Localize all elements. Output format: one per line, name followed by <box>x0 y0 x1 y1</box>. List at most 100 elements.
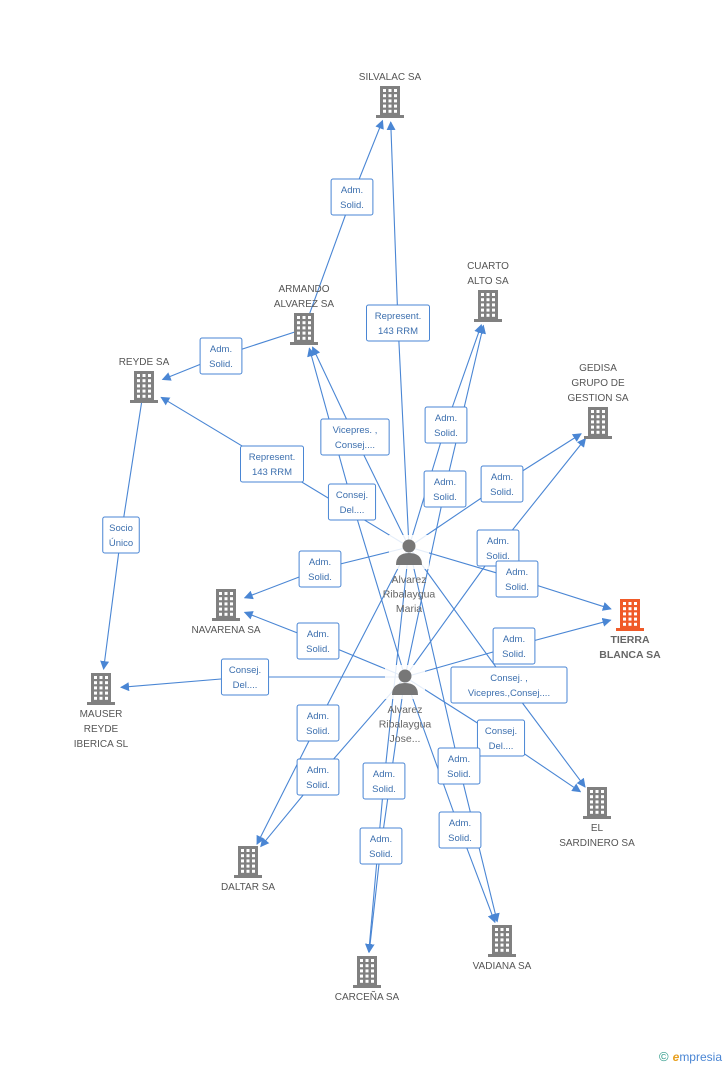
edge-label-jose-navarena[interactable]: Adm.Solid. <box>296 622 340 660</box>
edge-label-box <box>424 406 468 444</box>
edge-label-armando-reyde[interactable]: Adm.Solid. <box>199 337 243 375</box>
edge-label-jose-daltar[interactable]: Adm.Solid. <box>296 758 340 796</box>
edge-label-text: Represent. <box>375 311 421 322</box>
edge-label-text: Adm. <box>449 818 471 829</box>
company-name: SARDINERO SA <box>559 838 635 849</box>
edge-label-text: Adm. <box>503 634 525 645</box>
company-name: NAVARENA SA <box>191 625 260 636</box>
company-name: ARMANDO <box>278 284 329 295</box>
building-icon <box>474 290 502 322</box>
edge-label-jose-tierra[interactable]: Adm.Solid. <box>492 627 536 665</box>
company-node-armando-alvarez-sa[interactable]: ARMANDO ALVAREZ SA <box>274 284 335 345</box>
edge-label-box <box>240 445 304 483</box>
person-name: Maria <box>396 603 422 615</box>
edge-label-maria-cuarto[interactable]: Adm.Solid. <box>424 406 468 444</box>
person-name: Ribalaygua <box>379 719 432 731</box>
edge-label-text: Consej. <box>336 490 368 501</box>
edge-label-text: Solid. <box>306 780 330 791</box>
edge-label-maria-carcena[interactable]: Adm.Solid. <box>362 762 406 800</box>
edge-label-jose-armando[interactable]: Consej. Del.... <box>327 483 377 521</box>
building-icon <box>234 846 262 878</box>
company-node-el-sardinero-sa[interactable]: EL SARDINERO SA <box>559 787 635 849</box>
edge-label-box <box>102 516 140 554</box>
company-name: REYDE SA <box>119 357 170 368</box>
edge-label-maria-vadiana[interactable]: Adm.Solid. <box>437 747 481 785</box>
edge-label-box <box>480 465 524 503</box>
edge-labels-layer: Adm. Solid. Represent. 143 RRM Adm. Solid. Adm… <box>102 178 568 865</box>
edge-label-text: Consej.... <box>335 440 375 451</box>
edge-label-maria-navarena[interactable]: Adm. Solid. <box>298 550 342 588</box>
edge-label-text: 143 RRM <box>252 467 292 478</box>
edge-label-jose-sardinero[interactable]: Consej.Del.... <box>476 719 526 757</box>
edge-label-maria-sardinero[interactable]: Consej. ,Vicepres.,Consej.... <box>450 666 568 704</box>
edge-label-text: Socio <box>109 523 133 534</box>
company-node-tierra-blanca-sa[interactable]: TIERRA BLANCA SA <box>599 599 661 661</box>
building-icon <box>583 787 611 819</box>
edge-label-armando-silvalac[interactable]: Adm.Solid. <box>330 178 374 216</box>
copyright-symbol: © <box>659 1049 669 1064</box>
edge-label-jose-mauser[interactable]: Consej.Del.... <box>220 658 270 696</box>
edge-label-text: Represent. <box>249 452 295 463</box>
edge-label-box <box>438 811 482 849</box>
edge-label-jose-cuarto[interactable]: Adm.Solid. <box>423 470 467 508</box>
edge-label-box <box>330 178 374 216</box>
company-node-carce-a-sa[interactable]: CARCEÑA SA <box>335 956 400 1003</box>
edge-label-text: Solid. <box>209 359 233 370</box>
company-node-navarena-sa[interactable]: NAVARENA SA <box>191 589 261 636</box>
company-node-reyde-sa[interactable]: REYDE SA <box>119 357 170 403</box>
company-name: ALVAREZ SA <box>274 299 335 310</box>
edge-label-maria-silvalac[interactable]: Represent. 143 RRM <box>366 304 430 342</box>
edge-label-text: Vicepres.,Consej.... <box>468 688 550 699</box>
edge-label-text: Adm. <box>309 557 331 568</box>
company-name: GESTION SA <box>567 393 628 404</box>
edge-label-text: Solid. <box>505 582 529 593</box>
edge-label-box <box>296 704 340 742</box>
company-name: SILVALAC SA <box>359 72 422 83</box>
company-name: GEDISA <box>579 363 617 374</box>
edge-label-maria-reyde[interactable]: Represent. 143 RRM <box>240 445 304 483</box>
edge-label-text: Adm. <box>434 477 456 488</box>
edge-label-box <box>327 483 377 521</box>
edge-label-text: Consej. <box>485 726 517 737</box>
person-icon <box>392 669 418 695</box>
edge-label-box <box>450 666 568 704</box>
edge-label-box <box>296 622 340 660</box>
edge-label-text: Solid. <box>306 644 330 655</box>
edge-label-text: Solid. <box>372 784 396 795</box>
edge-label-jose-gedisa[interactable]: Adm.Solid. <box>476 529 520 567</box>
company-node-daltar-sa[interactable]: DALTAR SA <box>221 846 275 893</box>
edge-label-jose-carcena[interactable]: Adm.Solid. <box>359 827 403 865</box>
edge-label-text: 143 RRM <box>378 326 418 337</box>
company-node-silvalac-sa[interactable]: SILVALAC SA <box>359 72 422 118</box>
edges-layer <box>100 119 612 954</box>
building-icon <box>212 589 240 621</box>
person-node-jose[interactable]: AlvarezRibalayguaJose... <box>379 665 432 745</box>
edge-label-text: Solid. <box>308 572 332 583</box>
edge-label-text: Único <box>109 538 133 549</box>
company-name: TIERRA <box>610 634 650 646</box>
building-icon <box>290 313 318 345</box>
person-name: Ribalaygua <box>383 589 436 601</box>
edge-label-box <box>423 470 467 508</box>
edge-label-jose-vadiana[interactable]: Adm.Solid. <box>438 811 482 849</box>
edge-label-maria-armando[interactable]: Vicepres. ,Consej.... <box>320 418 390 456</box>
edge-label-text: Del.... <box>233 680 258 691</box>
edge-label-maria-tierra[interactable]: Adm.Solid. <box>495 560 539 598</box>
company-node-vadiana-sa[interactable]: VADIANA SA <box>473 925 532 972</box>
building-icon <box>616 599 644 631</box>
building-icon <box>353 956 381 988</box>
edge-label-maria-gedisa[interactable]: Adm.Solid. <box>480 465 524 503</box>
company-name: EL <box>591 823 604 834</box>
edge-label-text: Solid. <box>369 849 393 860</box>
edge-label-maria-daltar[interactable]: Adm.Solid. <box>296 704 340 742</box>
company-name: BLANCA SA <box>599 649 661 661</box>
edge-label-text: Solid. <box>306 726 330 737</box>
edge-label-text: Del.... <box>340 505 365 516</box>
